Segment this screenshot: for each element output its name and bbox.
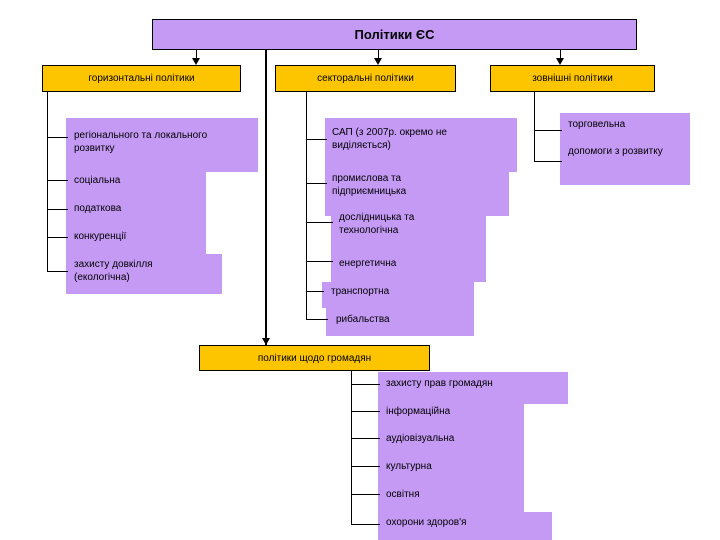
- connector-title-to-sectoral: [378, 50, 379, 59]
- node-external-policies-label: зовнішні політики: [532, 73, 613, 84]
- leaf-block-external-1: [560, 113, 690, 185]
- node-sectoral-policies-label: секторальні політики: [317, 73, 414, 84]
- stub-sectoral-5: [306, 291, 324, 292]
- stub-citizens-1: [351, 384, 380, 385]
- node-citizen-policies-label: політики щодо громадян: [257, 352, 372, 364]
- connector-title-to-external: [560, 50, 561, 59]
- stub-citizens-6: [351, 524, 380, 525]
- leaf-block-citizens-1: [378, 372, 568, 404]
- leaf-external-2: допомоги з розвитку: [568, 146, 663, 157]
- leaf-sectoral-5: транспортна: [331, 286, 390, 297]
- stub-horizontal-5: [47, 271, 68, 272]
- leaf-block-citizens-2: [378, 404, 524, 512]
- leaf-block-citizens-3: [378, 512, 552, 540]
- stub-citizens-4: [351, 466, 380, 467]
- leaf-horizontal-1: регіонального та локального розвитку: [74, 130, 208, 154]
- stub-horizontal-2: [47, 180, 68, 181]
- leaf-external-1: торговельна: [568, 119, 626, 130]
- stub-sectoral-1: [306, 139, 327, 140]
- connector-title-to-citizens: [265, 50, 267, 345]
- leaf-block-sectoral-4: [322, 282, 474, 308]
- leaf-sectoral-1: САП (з 2007р. окремо не виділяється): [332, 127, 447, 151]
- stub-horizontal-4: [47, 237, 68, 238]
- stub-sectoral-2: [306, 183, 327, 184]
- stub-horizontal-3: [47, 209, 68, 210]
- leaf-sectoral-4: енергетична: [339, 258, 397, 269]
- leaf-citizens-1: захисту прав громадян: [386, 378, 493, 389]
- stub-citizens-5: [351, 494, 380, 495]
- leaf-horizontal-3: податкова: [74, 203, 122, 214]
- node-eu-policies[interactable]: Політики ЄС: [152, 19, 637, 50]
- connector-title-to-horizontal: [196, 50, 197, 59]
- node-horizontal-policies-label: горизонтальні політики: [88, 73, 195, 84]
- leaf-horizontal-4: конкуренції: [74, 231, 127, 242]
- leaf-block-sectoral-5: [326, 308, 474, 336]
- trunk-external: [534, 92, 535, 162]
- leaf-citizens-3: аудіовізуальна: [386, 433, 455, 444]
- stub-citizens-3: [351, 438, 380, 439]
- arrow-title-to-external: [556, 58, 564, 65]
- leaf-block-sectoral-3: [331, 208, 486, 282]
- leaf-citizens-4: культурна: [386, 461, 432, 472]
- leaf-sectoral-6: рибальства: [336, 314, 390, 325]
- leaf-citizens-5: освітня: [386, 489, 420, 500]
- leaf-block-horizontal-2: [66, 172, 206, 254]
- stub-sectoral-4: [306, 261, 333, 262]
- node-eu-policies-label: Політики ЄС: [354, 27, 435, 42]
- arrow-title-to-sectoral: [374, 58, 382, 65]
- arrow-title-to-citizens: [262, 338, 270, 345]
- leaf-horizontal-2: соціальна: [74, 175, 121, 186]
- trunk-horizontal: [47, 92, 48, 272]
- node-citizen-policies[interactable]: політики щодо громадян: [199, 345, 430, 371]
- leaf-horizontal-5: захисту довкілля (екологічна): [74, 259, 153, 283]
- stub-sectoral-3: [306, 222, 333, 223]
- leaf-citizens-2: інформаційна: [386, 406, 451, 417]
- node-external-policies[interactable]: зовнішні політики: [490, 65, 655, 92]
- trunk-sectoral: [306, 92, 307, 320]
- leaf-block-horizontal-3: [66, 254, 222, 294]
- leaf-block-sectoral-1: [325, 118, 517, 172]
- node-horizontal-policies[interactable]: горизонтальні політики: [42, 65, 241, 92]
- arrow-title-to-horizontal: [192, 58, 200, 65]
- leaf-sectoral-3: дослідницька та технологічна: [339, 212, 415, 236]
- stub-citizens-2: [351, 411, 380, 412]
- leaf-sectoral-2: промислова та підприємницька: [332, 173, 407, 197]
- node-sectoral-policies[interactable]: секторальні політики: [275, 65, 456, 92]
- leaf-block-horizontal-1: [66, 118, 258, 172]
- leaf-citizens-6: охорони здоров'я: [386, 517, 467, 528]
- stub-horizontal-1: [47, 137, 68, 138]
- stub-external-1: [534, 130, 562, 131]
- trunk-citizens: [351, 371, 352, 525]
- stub-external-2: [534, 161, 562, 162]
- stub-sectoral-6: [306, 319, 328, 320]
